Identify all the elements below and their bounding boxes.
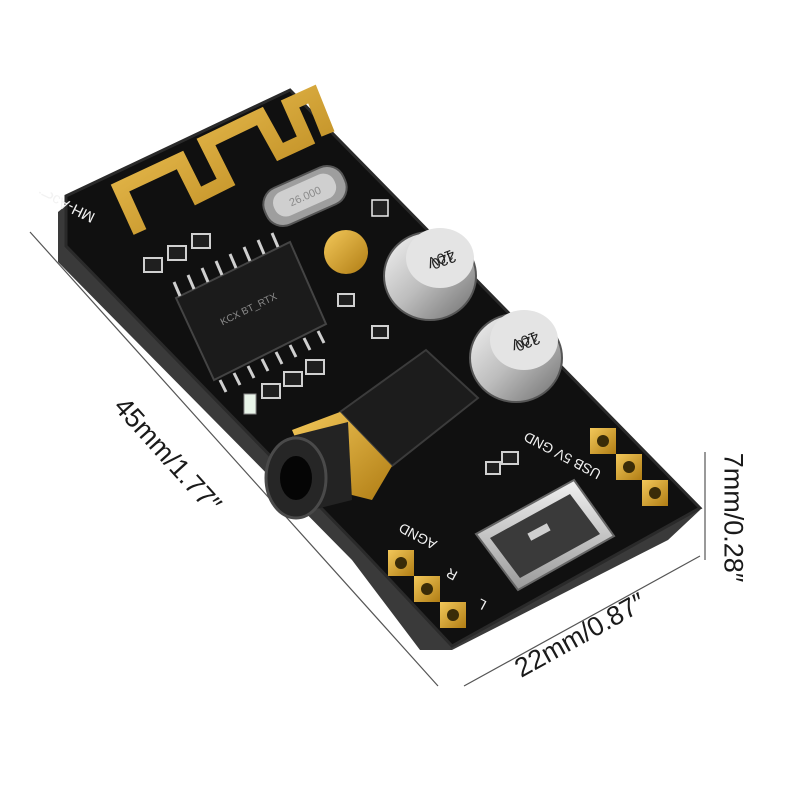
mounting-pad: [324, 230, 368, 274]
width-dimension-line: [463, 555, 701, 687]
audio-jack: [264, 348, 480, 520]
audio-output-pads: [388, 550, 466, 628]
bluetooth-chip: KCX BT_RTX: [172, 232, 328, 393]
power-pads: [590, 428, 668, 506]
smd-part: [371, 199, 389, 217]
micro-usb-port: [474, 478, 616, 592]
capacitor-1: 220 10V: [383, 228, 477, 321]
crystal-oscillator: 26.000: [262, 165, 348, 227]
smd-resistors: [143, 233, 519, 475]
dimension-lines: [29, 231, 706, 687]
antenna-trace: [110, 84, 335, 235]
led: [243, 393, 257, 415]
length-dimension-line: [29, 231, 439, 687]
height-label: 7mm/0.28″: [718, 452, 749, 583]
capacitor-2: 220 10V: [469, 310, 563, 403]
